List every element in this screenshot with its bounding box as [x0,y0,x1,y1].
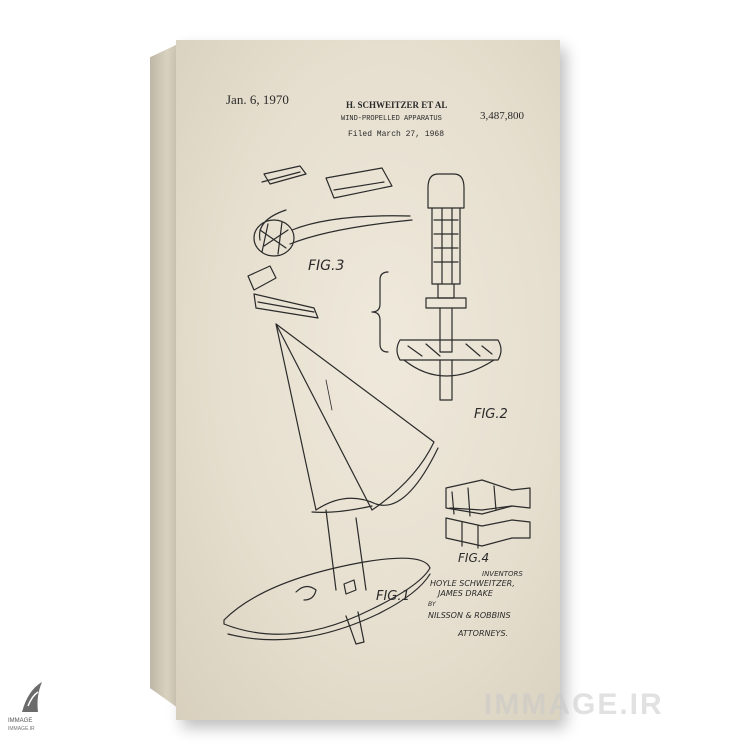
fig4-label: FIG.4 [458,551,489,565]
fig1-label: FIG.1 [376,589,410,604]
inventor-names-line2: JAMES DRAKE [436,589,494,598]
logo-url: IMMAGE.IR [8,726,35,732]
by-label: BY [428,601,437,608]
patent-number: 3,487,800 [480,110,524,122]
fig3-boom-drawing [247,165,413,319]
fig2-mast-base-drawing [371,173,502,401]
inventor-names-line1: HOYLE SCHWEITZER, [430,579,515,588]
patent-drawing: FIG.3 FIG.2 FIG.4 FIG.1 INVENTORS HOYLE … [223,165,531,645]
logo-emblem-icon [22,682,42,712]
patent-inventors-header: H. SCHWEITZER ET AL [346,100,448,110]
patent-canvas: Jan. 6, 1970 H. SCHWEITZER ET AL WIND-PR… [176,40,560,720]
watermark: IMMAGE.IR [484,688,664,721]
attorneys-label: ATTORNEYS. [457,629,508,638]
inventors-label: INVENTORS [482,570,523,578]
fig1-sailboard-drawing [223,323,439,645]
fig4-grip-drawing [445,479,531,549]
patent-date: Jan. 6, 1970 [226,92,289,107]
logo-text: IMMAGE [8,718,33,724]
immage-logo [8,676,58,746]
fig3-label: FIG.3 [308,258,344,274]
patent-filed-date: Filed March 27, 1968 [348,130,445,139]
attorney-firm: NILSSON & ROBBINS [428,611,511,620]
fig2-label: FIG.2 [474,407,508,422]
patent-title: WIND-PROPELLED APPARATUS [341,115,442,123]
canvas-side-edge [150,44,178,708]
